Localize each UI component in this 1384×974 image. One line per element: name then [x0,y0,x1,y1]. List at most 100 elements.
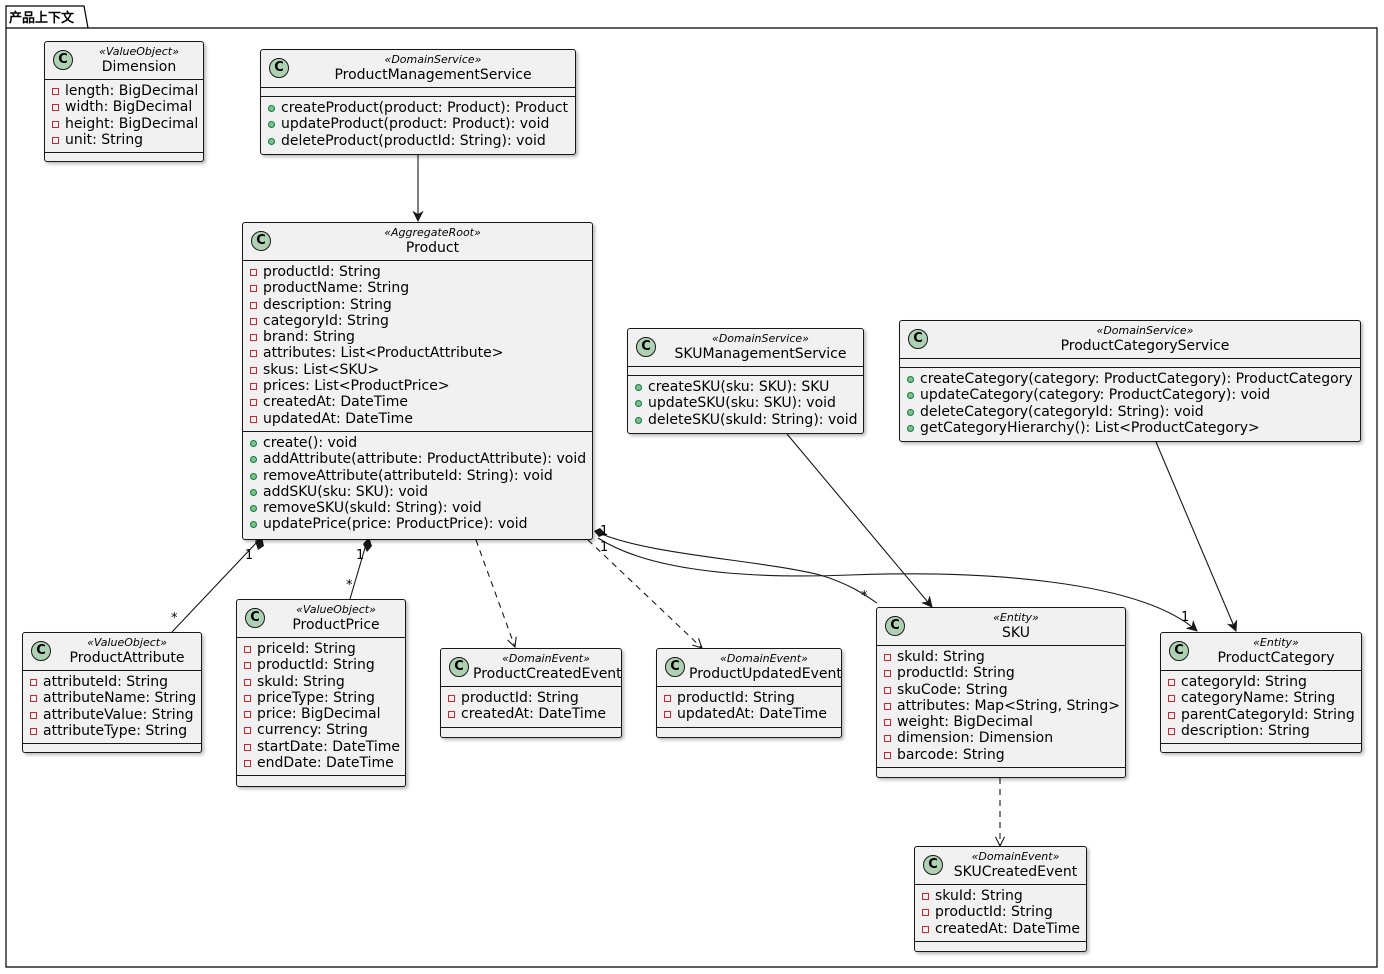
public-visibility-icon [250,456,257,464]
class-title: «ValueObject»ProductAttribute [55,636,199,667]
field-text: unit: String [65,131,144,148]
class-header: C«Entity»SKU [877,608,1125,646]
private-visibility-icon [30,695,37,703]
field-row: productName: String [249,280,592,296]
method-row: create(): void [249,435,592,451]
mult-cat-from: 1 [600,540,608,555]
public-visibility-icon [250,505,257,513]
class-stereotype: «ValueObject» [99,45,179,58]
class-stereotype: «AggregateRoot» [384,226,481,239]
field-text: createdAt: DateTime [263,394,409,411]
composition-diamond-attribute [255,537,264,550]
public-visibility-icon [907,424,914,432]
class-stereotype: «DomainEvent» [502,652,590,665]
field-text: categoryName: String [1181,690,1336,707]
field-text: price: BigDecimal [257,706,381,723]
method-row: deleteCategory(categoryId: String): void [906,404,1360,420]
mult-sku-to: * [861,589,868,604]
private-visibility-icon [30,711,37,719]
field-text: weight: BigDecimal [897,714,1033,731]
field-row: priceId: String [243,641,405,657]
field-text: productId: String [461,690,579,706]
public-visibility-icon [907,392,914,400]
method-text: createCategory(category: ProductCategory… [920,371,1353,387]
private-visibility-icon [244,711,251,719]
public-visibility-icon [268,121,275,129]
public-visibility-icon [250,439,257,447]
class-name: Product [405,240,460,256]
field-text: updatedAt: DateTime [677,706,827,723]
class-title: «DomainService»ProductCategoryService [932,324,1358,355]
method-row: addSKU(sku: SKU): void [249,484,592,500]
field-row: attributeName: String [29,690,201,706]
field-text: updatedAt: DateTime [263,410,413,427]
field-text: priceType: String [257,689,375,706]
method-row: deleteProduct(productId: String): void [267,133,575,149]
private-visibility-icon [250,399,257,407]
public-visibility-icon [635,384,642,391]
field-row: createdAt: DateTime [921,921,1086,937]
class-title: «ValueObject»Dimension [77,45,201,76]
field-row: categoryName: String [1167,690,1361,706]
class-name: ProductPrice [292,617,380,633]
field-row: skuId: String [243,674,405,690]
class-stereotype: «Entity» [1253,636,1299,649]
class-icon: C [908,329,928,349]
package-label: 产品上下文 [9,11,75,26]
field-row: updatedAt: DateTime [663,706,841,722]
class-product-category-service[interactable]: C«DomainService»ProductCategoryService cr… [899,320,1361,442]
class-icon: C [885,616,905,636]
class-name: ProductCategory [1217,650,1335,666]
field-text: attributeName: String [43,690,197,707]
field-text: skuId: String [257,673,345,690]
private-visibility-icon [448,711,455,719]
class-name: Dimension [101,59,177,75]
method-text: addSKU(sku: SKU): void [263,483,428,500]
field-text: attributes: Map<String, String> [897,697,1120,714]
public-visibility-icon [635,400,642,408]
private-visibility-icon [244,760,251,768]
field-row: attributeType: String [29,723,201,739]
class-stereotype: «Entity» [993,611,1039,624]
method-text: deleteCategory(categoryId: String): void [920,403,1204,420]
class-methods [23,744,201,752]
class-methods: createCategory(category: ProductCategory… [900,368,1360,440]
private-visibility-icon [884,719,891,727]
class-product-management-service[interactable]: C«DomainService»ProductManagementService… [260,49,576,155]
private-visibility-icon [1168,727,1175,735]
private-visibility-icon [664,711,671,719]
private-visibility-icon [244,662,251,670]
class-header: C«DomainService»SKUManagementService [628,329,863,367]
class-methods [1161,744,1361,752]
class-icon: C [245,608,265,628]
field-text: brand: String [263,329,355,346]
class-title: «DomainEvent»ProductUpdatedEvent [689,652,841,683]
field-text: productId: String [263,264,381,280]
edge-skums-sku [786,433,932,607]
field-text: skuId: String [897,649,985,665]
field-text: endDate: DateTime [257,755,394,772]
package-frame [5,5,1378,968]
class-sku-management-service[interactable]: C«DomainService»SKUManagementService crea… [627,328,864,434]
class-stereotype: «DomainService» [384,53,482,66]
field-row: prices: List<ProductPrice> [249,378,592,394]
field-text: skuId: String [935,888,1023,904]
mult-attr-from: 1 [245,548,253,563]
class-header: C«DomainService»ProductCategoryService [900,321,1360,359]
method-row: addAttribute(attribute: ProductAttribute… [249,451,592,467]
